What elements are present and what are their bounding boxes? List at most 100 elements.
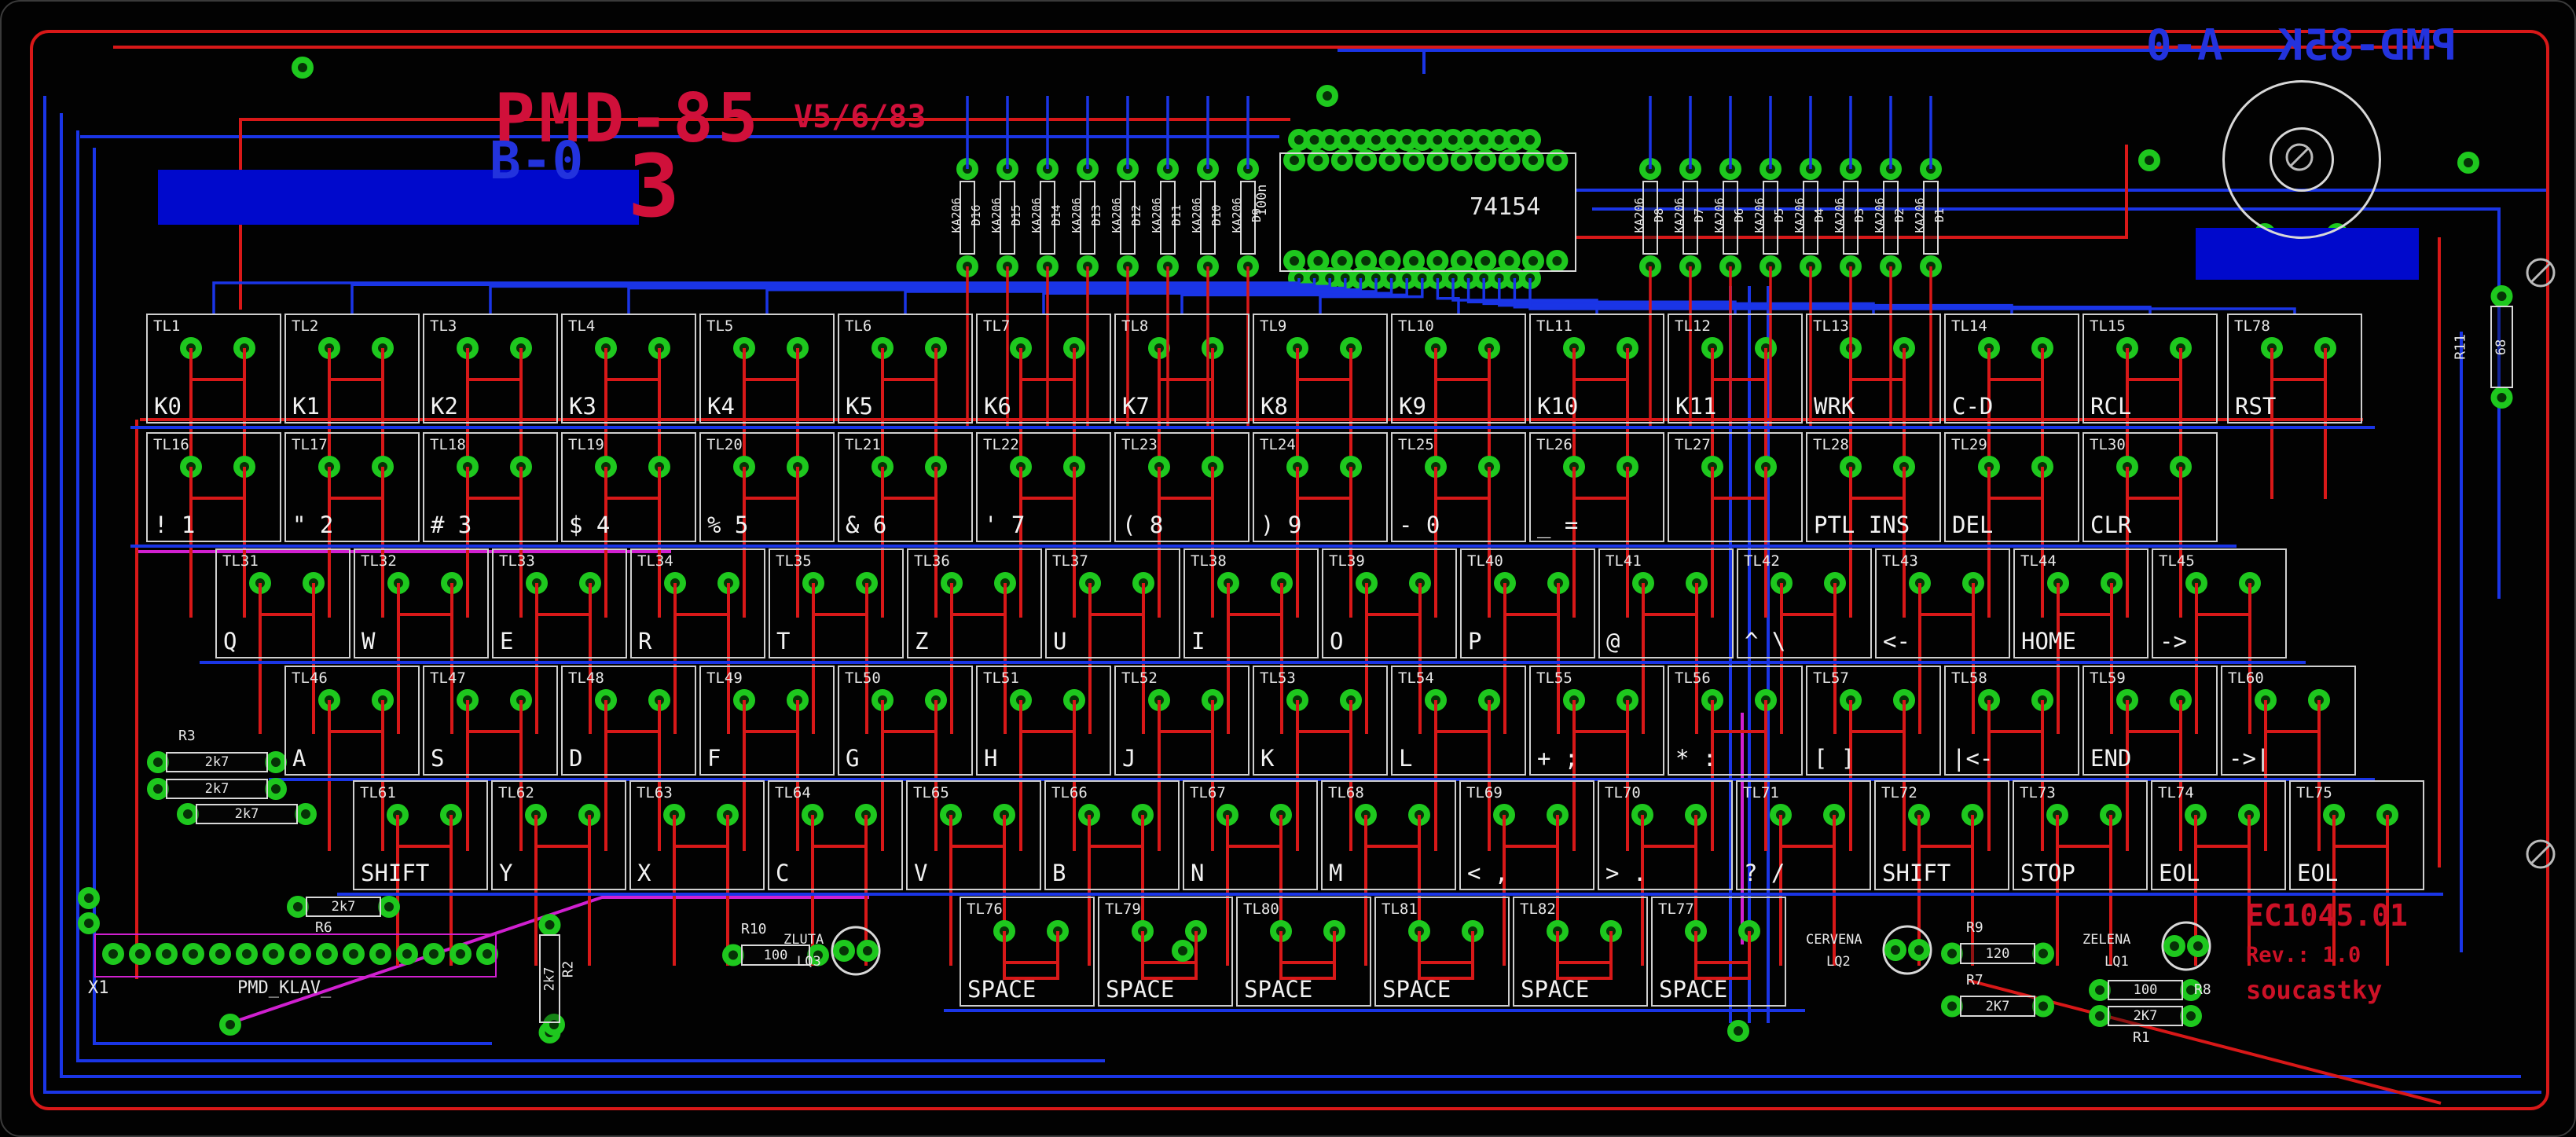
key-legend: RCL [2090, 393, 2132, 420]
key-legend: K4 [707, 393, 735, 420]
diode-part-label: KA206 [1672, 197, 1687, 233]
key-TL25: TL25 - 0 [1391, 432, 1526, 542]
diode-D13 [1080, 181, 1095, 255]
pad [2490, 387, 2513, 409]
trace [1180, 278, 1408, 314]
pad [295, 803, 317, 825]
pad [1450, 250, 1473, 272]
resistor-R10: 100 [741, 944, 810, 966]
pad [1908, 939, 1930, 961]
key-legend: K0 [154, 393, 182, 420]
key-ref: TL9 [1260, 317, 1287, 335]
pad [538, 914, 561, 936]
key-legend: - 0 [1399, 512, 1440, 538]
key-legend: I [1191, 628, 1205, 655]
pad [182, 943, 204, 965]
pad [316, 943, 338, 965]
pad [78, 912, 100, 934]
trace [904, 278, 1378, 314]
trace [1513, 278, 2152, 314]
pad [1330, 250, 1353, 272]
key-ref: TL4 [568, 317, 596, 335]
led-color-label: CERVENA [1806, 932, 1862, 948]
pad [1546, 250, 1569, 272]
key-legend: + ; [1537, 745, 1579, 772]
buzzer-outline [2222, 80, 2381, 239]
key-legend: END [2090, 745, 2132, 772]
diode-part-label: KA206 [1632, 197, 1647, 233]
diode-ref-label: D8 [1652, 207, 1667, 222]
pad [1355, 250, 1378, 272]
key-ref: TL25 [1398, 436, 1434, 453]
key-ref: TL41 [1605, 552, 1642, 570]
pad [209, 943, 231, 965]
trace [1003, 931, 1059, 980]
pad [2457, 152, 2479, 174]
key-TL19: TL19$ 4 [561, 432, 696, 542]
key-legend: K9 [1399, 393, 1426, 420]
resistor-value: 120 [1985, 945, 2010, 962]
pad [265, 751, 287, 773]
pad [102, 943, 124, 965]
pad [236, 943, 258, 965]
key-ref: TL42 [1744, 552, 1780, 570]
key-ref: TL74 [2158, 784, 2194, 801]
pad [1403, 250, 1425, 272]
key-legend: * : [1675, 745, 1717, 772]
diode-D8 [1642, 181, 1658, 255]
diode-D14 [1040, 181, 1055, 255]
key-ref: TL66 [1051, 784, 1088, 801]
key-ref: TL31 [222, 552, 259, 570]
resistor-ref: R6 [315, 919, 332, 936]
key-TL17: TL17" 2 [284, 432, 420, 542]
key-legend: S [431, 745, 445, 772]
diode-ref-label: D4 [1812, 207, 1827, 222]
diode-D7 [1682, 181, 1698, 255]
buzzer-inner-ring [2270, 127, 2334, 192]
key-legend: > . [1605, 860, 1647, 886]
key-ref: TL76 [967, 900, 1003, 918]
key-ref: TL17 [292, 436, 328, 453]
diode-part-label: KA206 [989, 197, 1004, 233]
key-ref: TL28 [1813, 436, 1849, 453]
key-ref: TL75 [2296, 784, 2332, 801]
solder-mask-bar [158, 170, 639, 225]
resistor-R11: 68 [2490, 306, 2513, 388]
key-ref: TL78 [2234, 317, 2270, 335]
key-ref: TL80 [1243, 900, 1279, 918]
pad [807, 944, 829, 966]
diode-D15 [1000, 181, 1015, 255]
key-ref: TL30 [2090, 436, 2126, 453]
key-legend: Z [915, 628, 929, 655]
key-ref: TL26 [1536, 436, 1572, 453]
key-legend: ' 7 [984, 512, 1026, 538]
pad [2180, 1005, 2202, 1027]
pad [2032, 995, 2054, 1018]
resistor-value: 68 [2493, 339, 2510, 355]
key-ref: TL48 [568, 669, 604, 687]
pad [543, 1014, 565, 1036]
pad [1307, 250, 1330, 272]
key-ref: TL65 [913, 784, 949, 801]
key-legend: R [638, 628, 652, 655]
key-legend: SHIFT [361, 860, 430, 886]
pad [1519, 129, 1541, 151]
led-LQ1 [2161, 921, 2211, 971]
key-ref: TL10 [1398, 317, 1434, 335]
resistor-R2: 2k7 [539, 934, 560, 1023]
diode-D4 [1803, 181, 1818, 255]
mirrored-board-label: PMD-85K A-0 [2146, 20, 2457, 70]
key-legend: O [1330, 628, 1344, 655]
key-ref: TL18 [430, 436, 466, 453]
trace [1418, 931, 1474, 980]
key-legend: B [1052, 860, 1066, 886]
key-ref: TL52 [1121, 669, 1158, 687]
